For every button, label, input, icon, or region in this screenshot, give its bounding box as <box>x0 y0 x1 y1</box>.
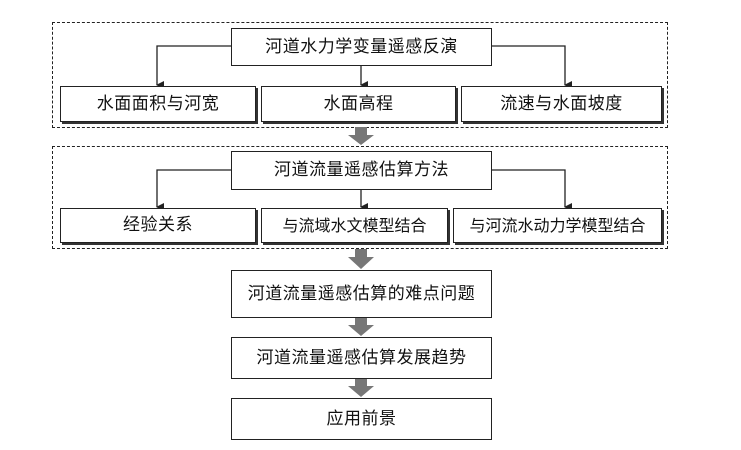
node-hydrological-model: 与流域水文模型结合 <box>261 208 448 243</box>
node-surface-elevation: 水面高程 <box>261 86 456 122</box>
block-arrow-3 <box>348 318 374 336</box>
block-arrow-1 <box>348 127 374 145</box>
node-hydrodynamic-model: 与河流水动力学模型结合 <box>453 208 662 243</box>
node-difficulties: 河道流量遥感估算的难点问题 <box>231 270 492 318</box>
group-methods-frame <box>52 146 668 249</box>
node-prospects: 应用前景 <box>231 398 492 440</box>
node-empirical: 经验关系 <box>60 208 256 243</box>
node-inversion-title: 河道水力学变量遥感反演 <box>231 28 492 66</box>
node-velocity-slope: 流速与水面坡度 <box>461 86 662 122</box>
node-trends: 河道流量遥感估算发展趋势 <box>231 337 492 379</box>
branch-arrow-left-2 <box>156 169 231 211</box>
branch-arrow-right-2 <box>492 169 572 211</box>
block-arrow-4 <box>348 379 374 397</box>
block-arrow-2 <box>348 249 374 269</box>
branch-arrow-left-1 <box>156 45 231 89</box>
branch-arrow-right-1 <box>492 45 572 89</box>
node-area-width: 水面面积与河宽 <box>60 86 256 122</box>
node-methods-title: 河道流量遥感估算方法 <box>231 151 492 190</box>
